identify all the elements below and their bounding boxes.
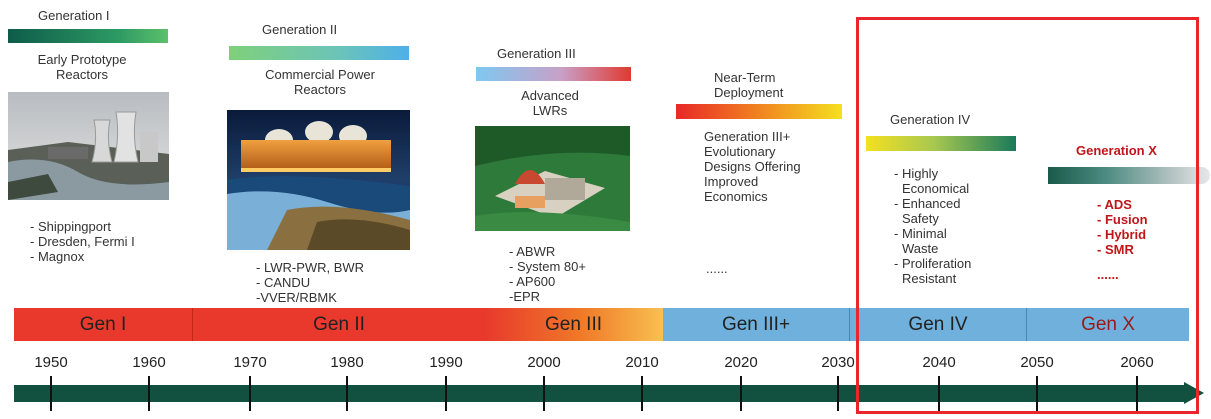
timeline-tick <box>641 376 643 411</box>
timeline-tick <box>346 376 348 411</box>
year-label: 2010 <box>625 354 659 371</box>
era-gen1: Gen I <box>14 308 192 341</box>
year-label: 2060 <box>1120 354 1154 371</box>
year-label: 2040 <box>922 354 956 371</box>
timeline-tick <box>543 376 545 411</box>
genx-title: Generation X <box>1076 143 1157 158</box>
gen4-goals: - Highly Economical - Enhanced Safety - … <box>894 166 972 286</box>
year-label: 1980 <box>330 354 364 371</box>
gen1-color-bar <box>8 29 168 43</box>
year-label: 1990 <box>429 354 463 371</box>
gen2-title: Generation II <box>262 22 338 37</box>
year-label: 1960 <box>132 354 166 371</box>
gen2-color-bar <box>229 46 409 60</box>
era-gen2: Gen II <box>192 308 485 341</box>
genx-options: - ADS- Fusion- Hybrid- SMR ...... <box>1097 197 1148 282</box>
timeline-tick <box>938 376 940 411</box>
timeline-tick <box>249 376 251 411</box>
timeline-tick <box>740 376 742 411</box>
timeline-tick <box>1036 376 1038 411</box>
genx-color-bar <box>1048 167 1210 184</box>
era-gen3: Gen III <box>484 308 663 341</box>
year-label: 1970 <box>233 354 267 371</box>
timeline-tick <box>837 376 839 411</box>
gen1-title: Generation I <box>38 8 110 23</box>
gen1-examples: - Shippingport- Dresden, Fermi I- Magnox <box>30 219 135 264</box>
gen3-reactor-illustration <box>475 126 630 231</box>
near-term-color-bar <box>676 104 842 119</box>
timeline-tick <box>50 376 52 411</box>
era-gen3plus: Gen III+ <box>663 308 849 341</box>
gen3plus-more: ...... <box>706 261 728 276</box>
gen2-examples: - LWR-PWR, BWR- CANDU-VVER/RBMK <box>256 260 365 305</box>
gen2-reactor-photo <box>227 110 410 250</box>
era-genx: Gen X <box>1026 308 1189 341</box>
timeline-tick <box>148 376 150 411</box>
timeline-arrow-head <box>1184 382 1204 404</box>
gen4-title: Generation IV <box>890 112 971 127</box>
timeline-tick <box>1136 376 1138 411</box>
year-label: 2000 <box>527 354 561 371</box>
gen4-color-bar <box>866 136 1016 151</box>
gen3-examples: - ABWR- System 80+- AP600-EPR <box>509 244 586 304</box>
gen1-reactor-photo <box>8 92 169 200</box>
year-label: 2030 <box>821 354 855 371</box>
year-label: 2020 <box>724 354 758 371</box>
gen4-genx-highlight-box <box>856 17 1199 414</box>
era-gen4: Gen IV <box>849 308 1026 341</box>
gen3-title: Generation III <box>497 46 576 61</box>
timeline-arrow-shaft <box>14 385 1184 402</box>
gen3-color-bar <box>476 67 631 81</box>
year-label: 2050 <box>1020 354 1054 371</box>
year-label: 1950 <box>34 354 68 371</box>
timeline-tick <box>445 376 447 411</box>
